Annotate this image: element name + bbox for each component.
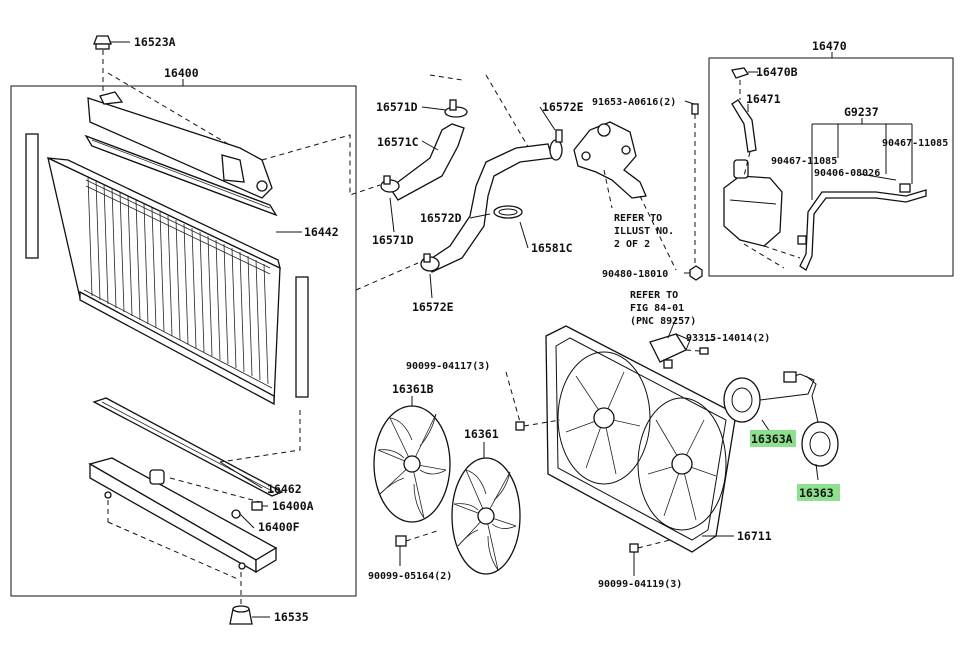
radiator-core[interactable]: [47, 156, 281, 406]
fan-16361B[interactable]: [373, 405, 451, 523]
bolt-90099-04117[interactable]: [515, 421, 525, 431]
coolant-reservoir[interactable]: [723, 159, 783, 247]
reservoir-group-frame: [708, 57, 954, 277]
label-16571D-bottom[interactable]: 16571D: [372, 233, 414, 247]
reservoir-cap[interactable]: [731, 67, 750, 79]
upper-seal[interactable]: [84, 134, 278, 217]
label-16581C[interactable]: 16581C: [531, 241, 573, 255]
hose-clamp-16572E-bottom[interactable]: [420, 253, 440, 272]
label-90099-04117[interactable]: 90099-04117(3): [406, 361, 490, 372]
bolt-93315[interactable]: [699, 347, 709, 355]
side-seal-right[interactable]: [295, 276, 309, 398]
label-16361[interactable]: 16361: [464, 427, 499, 441]
fan-16361[interactable]: [451, 457, 521, 575]
reservoir-bracket-G9237[interactable]: [797, 183, 927, 271]
bolt-91653[interactable]: [691, 103, 699, 115]
label-90467-mid[interactable]: 90467-11085: [771, 156, 837, 167]
label-90467-right[interactable]: 90467-11085: [882, 138, 948, 149]
label-16400A[interactable]: 16400A: [272, 499, 314, 513]
radiator-cap[interactable]: [93, 35, 112, 50]
hose-clamp-16571D-top[interactable]: [444, 99, 468, 118]
bolt-90099-05164[interactable]: [395, 535, 407, 547]
label-16400F[interactable]: 16400F: [258, 520, 300, 534]
note-refer-illust-2: ILLUST NO.: [614, 226, 674, 237]
label-16572E-top[interactable]: 16572E: [542, 100, 584, 114]
label-16535[interactable]: 16535: [274, 610, 309, 624]
label-16442[interactable]: 16442: [304, 225, 339, 239]
label-16462[interactable]: 16462: [267, 482, 302, 496]
label-90480[interactable]: 90480-18010: [602, 269, 668, 280]
note-refer-fig-2: FIG 84-01: [630, 303, 684, 314]
reservoir-hose-16471[interactable]: [731, 99, 757, 153]
radiator-upper-tank[interactable]: [87, 91, 273, 199]
radiator-mount-cushion[interactable]: [229, 605, 253, 625]
bolt-90099-04119[interactable]: [629, 543, 639, 553]
label-16470[interactable]: 16470: [812, 39, 847, 53]
label-90099-04119[interactable]: 90099-04119(3): [598, 579, 682, 590]
label-16361B[interactable]: 16361B: [392, 382, 434, 396]
note-refer-fig-3: (PNC 89257): [630, 316, 696, 327]
radiator-lower-tank[interactable]: [88, 457, 278, 574]
fan-motor-16363A[interactable]: [723, 371, 815, 423]
label-16471[interactable]: 16471: [746, 92, 781, 106]
label-90099-05164[interactable]: 90099-05164(2): [368, 571, 452, 582]
drain-cock[interactable]: [251, 501, 263, 511]
fan-relay[interactable]: [649, 333, 691, 369]
label-93315[interactable]: 93315-14014(2): [686, 333, 770, 344]
water-inlet-housing[interactable]: [573, 121, 647, 199]
highlight-16363A: [750, 430, 796, 447]
label-90406[interactable]: 90406-08026: [814, 168, 880, 179]
drain-plug[interactable]: [231, 509, 241, 519]
label-16363[interactable]: 16363: [799, 486, 834, 500]
radiator-inlet-hose[interactable]: [389, 123, 465, 201]
label-16363A[interactable]: 16363A: [751, 432, 793, 446]
label-16523A[interactable]: 16523A: [134, 35, 176, 49]
note-refer-illust-1: REFER TO: [614, 213, 662, 224]
hose-clamp-16581C[interactable]: [493, 205, 523, 219]
label-16572D[interactable]: 16572D: [420, 211, 462, 225]
label-G9237[interactable]: G9237: [844, 105, 879, 119]
nut-90480[interactable]: [689, 265, 703, 281]
note-refer-fig-1: REFER TO: [630, 290, 678, 301]
fan-motor-16363[interactable]: [801, 375, 839, 467]
hose-clamp-16572E-top[interactable]: [549, 129, 563, 161]
label-16711[interactable]: 16711: [737, 529, 772, 543]
label-16571C[interactable]: 16571C: [377, 135, 419, 149]
note-refer-illust-3: 2 OF 2: [614, 239, 650, 250]
label-16571D-top[interactable]: 16571D: [376, 100, 418, 114]
side-seal-left[interactable]: [25, 133, 39, 259]
label-16572E-bottom[interactable]: 16572E: [412, 300, 454, 314]
highlight-16363: [797, 484, 840, 501]
label-16400[interactable]: 16400: [164, 66, 199, 80]
hose-clamp-16571D-bottom[interactable]: [380, 175, 400, 193]
label-16470B[interactable]: 16470B: [756, 65, 798, 79]
label-91653[interactable]: 91653-A0616(2): [592, 97, 676, 108]
fan-shroud[interactable]: [545, 325, 737, 553]
